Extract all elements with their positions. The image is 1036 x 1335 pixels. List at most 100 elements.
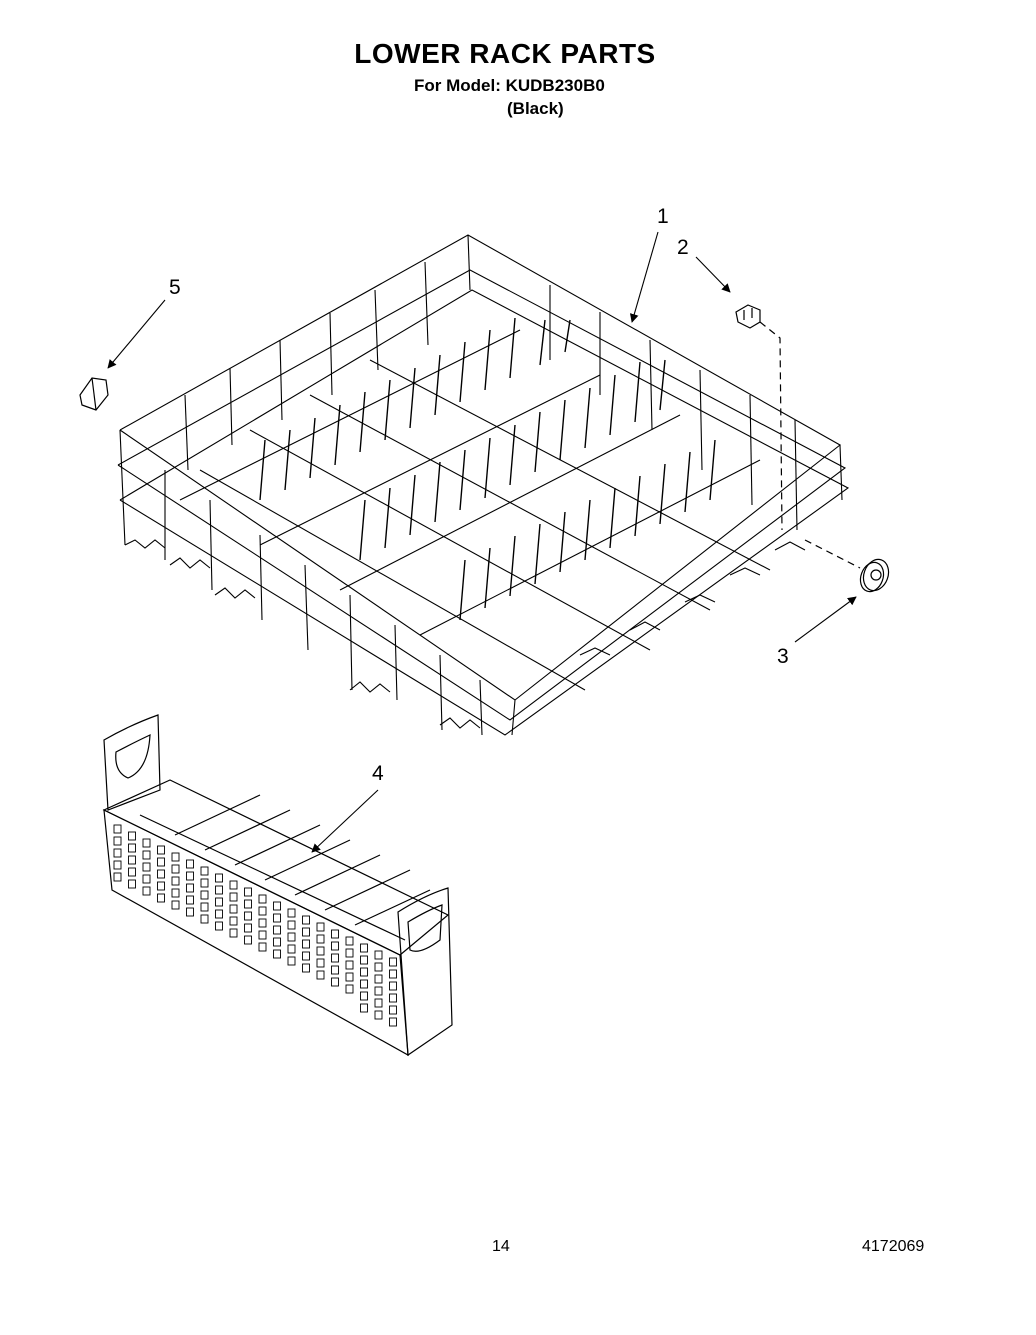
basket-grid-hole xyxy=(113,848,122,858)
basket-grid-hole xyxy=(142,886,151,896)
basket-grid-hole xyxy=(244,935,252,945)
basket-grid-hole xyxy=(302,927,310,937)
basket-grid-hole xyxy=(244,899,252,909)
basket-grid-hole xyxy=(244,887,252,897)
basket-grid-hole xyxy=(171,864,180,874)
basket-grid-hole xyxy=(113,872,122,882)
silverware-basket xyxy=(102,714,453,1057)
basket-grid-hole xyxy=(215,897,223,907)
document-number: 4172069 xyxy=(862,1238,925,1255)
leader-4 xyxy=(311,789,379,853)
basket-grid-hole xyxy=(171,900,180,910)
basket-grid-hole xyxy=(171,888,180,898)
basket-grid-hole xyxy=(200,902,209,912)
callout-5: 5 xyxy=(169,276,181,299)
basket-grid-hole xyxy=(345,960,354,970)
basket-grid-hole xyxy=(142,862,151,872)
basket-grid-hole xyxy=(258,918,267,928)
basket-grid-hole xyxy=(229,916,238,926)
basket-grid-hole xyxy=(200,866,209,876)
basket-grid-hole xyxy=(113,836,122,846)
basket-grid-hole xyxy=(186,859,194,869)
basket-grid-hole xyxy=(389,969,397,979)
basket-grid-hole xyxy=(171,852,180,862)
basket-grid-hole xyxy=(142,850,151,860)
basket-grid-hole xyxy=(389,993,397,1003)
basket-grid-hole xyxy=(273,913,281,923)
basket-grid-hole xyxy=(331,965,339,975)
basket-grid-hole xyxy=(229,904,238,914)
basket-grid-hole xyxy=(273,949,281,959)
basket-grid-hole xyxy=(186,871,194,881)
basket-grid-hole xyxy=(142,838,151,848)
basket-grid-hole xyxy=(360,991,368,1001)
basket-grid-hole xyxy=(186,895,194,905)
leader-3 xyxy=(794,596,857,643)
basket-grid-hole xyxy=(128,879,136,889)
basket-grid-hole xyxy=(374,998,383,1008)
callout-3: 3 xyxy=(777,645,789,668)
basket-grid-hole xyxy=(186,907,194,917)
basket-grid-hole xyxy=(142,874,151,884)
basket-grid-hole xyxy=(345,948,354,958)
leader-lines xyxy=(107,231,857,853)
basket-grid-hole xyxy=(360,943,368,953)
basket-grid-hole xyxy=(345,972,354,982)
basket-grid-hole xyxy=(258,930,267,940)
callout-1: 1 xyxy=(657,205,669,228)
basket-grid-hole xyxy=(302,915,310,925)
model-line: For Model: KUDB230B0 xyxy=(414,76,605,95)
leader-5 xyxy=(107,299,166,369)
basket-grid-hole xyxy=(331,941,339,951)
leader-1 xyxy=(629,231,659,323)
basket-grid-hole xyxy=(258,894,267,904)
callout-2: 2 xyxy=(677,236,689,259)
basket-grid-hole xyxy=(331,929,339,939)
basket-grid-hole xyxy=(200,878,209,888)
basket-grid-hole xyxy=(215,885,223,895)
basket-grid-hole xyxy=(273,925,281,935)
basket-grid-hole xyxy=(273,901,281,911)
color-line: (Black) xyxy=(507,99,564,118)
basket-grid-hole xyxy=(360,1003,368,1013)
basket-grid-hole xyxy=(360,967,368,977)
basket-grid-hole xyxy=(128,843,136,853)
basket-grid-hole xyxy=(113,824,122,834)
basket-grid-hole xyxy=(258,906,267,916)
basket-grid-hole xyxy=(287,956,296,966)
basket-grid-hole xyxy=(316,922,325,932)
lower-rack xyxy=(117,234,850,736)
basket-grid-hole xyxy=(128,867,136,877)
basket-grid-hole xyxy=(171,876,180,886)
basket-grid-hole xyxy=(273,937,281,947)
basket-grid-hole xyxy=(128,855,136,865)
basket-grid-hole xyxy=(316,958,325,968)
basket-grid-hole xyxy=(229,928,238,938)
basket-grid-hole xyxy=(244,911,252,921)
roller-wheel-part xyxy=(804,539,890,593)
bumper-clip-part xyxy=(735,304,783,531)
basket-grid-hole xyxy=(186,883,194,893)
basket-grid-hole xyxy=(331,953,339,963)
basket-grid-hole xyxy=(157,869,165,879)
page-number: 14 xyxy=(492,1238,510,1255)
basket-grid xyxy=(113,824,397,1027)
tine-clip-part xyxy=(79,377,109,411)
basket-grid-hole xyxy=(345,936,354,946)
basket-grid-hole xyxy=(244,923,252,933)
basket-grid-hole xyxy=(200,890,209,900)
basket-grid-hole xyxy=(215,909,223,919)
basket-grid-hole xyxy=(157,857,165,867)
basket-grid-hole xyxy=(287,932,296,942)
basket-grid-hole xyxy=(157,893,165,903)
basket-grid-hole xyxy=(360,955,368,965)
basket-grid-hole xyxy=(331,977,339,987)
basket-grid-hole xyxy=(345,984,354,994)
basket-grid-hole xyxy=(229,880,238,890)
basket-grid-hole xyxy=(215,921,223,931)
basket-grid-hole xyxy=(287,920,296,930)
basket-grid-hole xyxy=(374,974,383,984)
basket-grid-hole xyxy=(302,963,310,973)
basket-grid-hole xyxy=(200,914,209,924)
